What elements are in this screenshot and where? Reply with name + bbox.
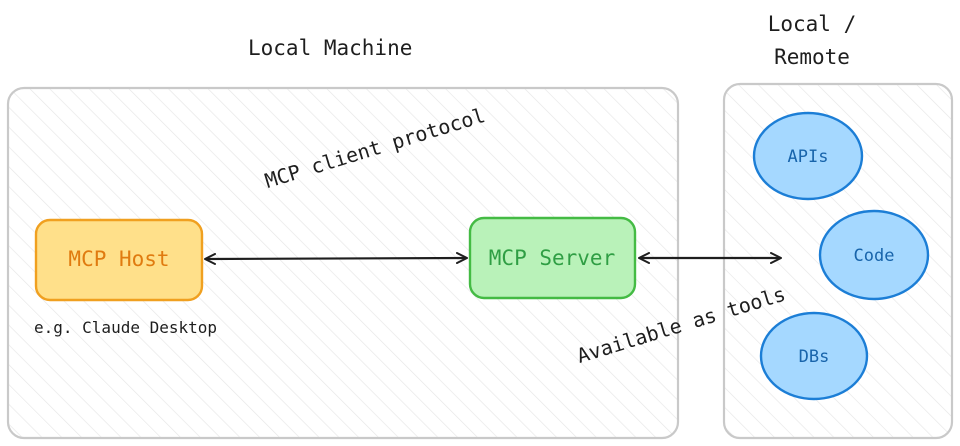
code-node[interactable]: Code	[818, 209, 930, 301]
dbs-label: DBs	[799, 347, 830, 367]
dbs-node[interactable]: DBs	[759, 311, 869, 401]
remote-title-line2: Remote	[774, 45, 850, 69]
mcp-server-node[interactable]: MCP Server	[468, 216, 637, 300]
remote-title-line1: Local /	[767, 12, 857, 36]
local-machine-title: Local Machine	[248, 36, 413, 60]
mcp-host-node[interactable]: MCP Host	[34, 218, 204, 302]
mcp-host-label: MCP Host	[68, 247, 169, 271]
code-label: Code	[854, 246, 895, 266]
mcp-host-subtitle: e.g. Claude Desktop	[34, 318, 218, 337]
host-server-arrow	[204, 252, 468, 265]
mcp-server-label: MCP Server	[489, 246, 615, 270]
apis-label: APIs	[788, 147, 829, 167]
remote-title: Local / Remote	[752, 8, 872, 74]
apis-node[interactable]: APIs	[752, 111, 864, 201]
